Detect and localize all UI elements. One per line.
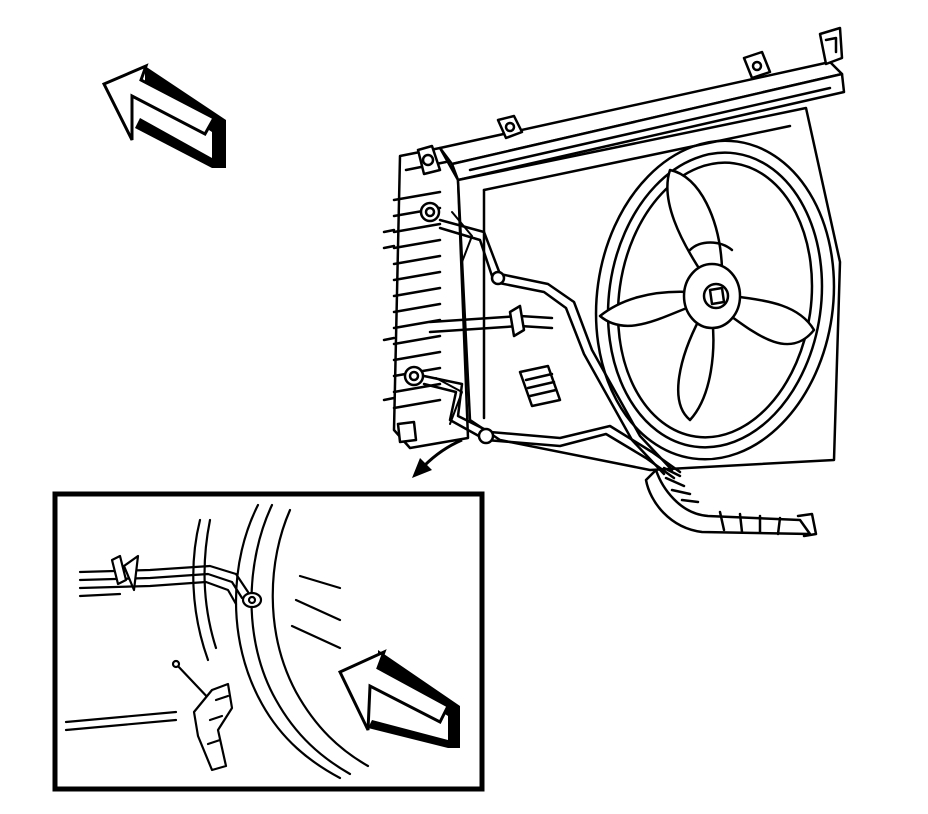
radiator-top-tank (438, 26, 846, 182)
cooler-line-upper (438, 218, 674, 476)
radiator-left-tank (382, 144, 470, 450)
detail-shroud-ring (235, 503, 342, 780)
front-direction-arrow-icon (101, 63, 226, 168)
view-rotate-arrow-icon (412, 438, 463, 478)
detail-inset (52, 491, 485, 792)
detail-front-direction-arrow-icon (337, 649, 460, 748)
cooler-line-retainer-clip (428, 304, 562, 408)
cooler-hoses (644, 466, 818, 538)
radiator-fan-module (382, 26, 846, 538)
cooling-fan (598, 168, 816, 422)
cooler-line-lower (422, 374, 682, 480)
